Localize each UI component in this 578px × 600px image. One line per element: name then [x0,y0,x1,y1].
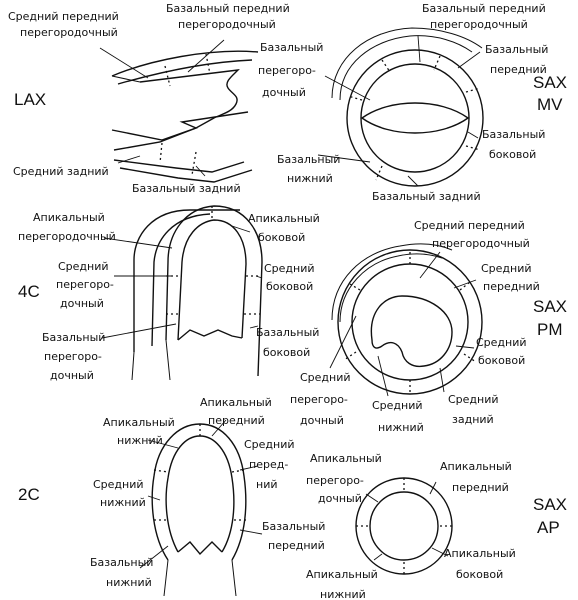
sax-pm-label-mid-posterior: Средний задний [448,393,502,426]
c2-label-basal-lower: Базальный нижний [90,556,157,589]
sax-pm-label-mid-anterior: Средний передний [481,262,540,293]
sax-pm-label-mid-anterior-septal: Средний передний перегородочный [414,219,530,250]
view-label-2c: 2C [18,485,40,504]
c2-label-mid-anterior: Средний перед- ний [244,438,298,491]
four-chamber-drawing [131,205,263,381]
sax-mv-label-basal-septal: Базальный перегоро- дочный [258,41,327,99]
view-label-4c: 4C [18,282,40,301]
sax-mv-label-basal-anterior-septal: Базальный передний перегородочный [422,2,549,31]
lax-label-basal-inferior: Базальный задний [132,182,241,195]
sax-ap-drawing [355,477,453,575]
view-label-sax-ap-1: SAX [533,495,567,514]
c4-label-apical-lateral: Апикальный боковой [248,212,323,244]
lax-label-basal-anterior-septal: Базальный передний перегородочный [166,2,293,31]
lax-label-mid-inferior: Средний задний [13,165,109,178]
sax-mv-label-basal-posterior: Базальный задний [372,190,481,203]
sax-pm-label-mid-lateral: Средний боковой [476,336,530,367]
view-label-sax-ap-2: AP [537,518,560,537]
lax-label-mid-anterior-septal: Средний передний перегородочный [8,10,122,39]
view-label-lax: LAX [14,90,46,109]
sax-pm-label-mid-inferior: Средний нижний [372,399,426,434]
sax-mv-drawing [331,27,484,187]
c4-label-basal-lateral: Базальный боковой [256,326,323,359]
c2-label-apical-anterior: Апикальный передний [200,396,275,427]
c4-label-mid-septal: Средний перегоро- дочный [56,260,117,310]
sax-ap-label-apical-lateral: Апикальный боковой [444,547,519,581]
sax-ap-label-apical-lower: Апикальный нижний [306,568,381,600]
c4-label-apical-septal: Апикальный перегородочный [18,211,116,243]
c2-label-apical-lower: Апикальный нижний [103,416,178,447]
view-label-sax-mv-2: MV [537,95,563,114]
sax-mv-label-basal-anterior: Базальный передний [485,43,552,76]
sax-mv-label-basal-lower: Базальный нижний [277,153,344,185]
sax-pm-drawing [331,243,483,395]
two-chamber-drawing [151,423,247,597]
c2-label-mid-inferior: Средний нижний [93,478,147,509]
sax-ap-label-apical-anterior: Апикальный передний [440,460,515,494]
view-label-sax-pm-2: PM [537,320,563,339]
sax-ap-label-apical-septal: Апикальный перегоро- дочный [306,452,385,505]
sax-pm-label-mid-septal: Средний перегоро- дочный [290,371,354,427]
sax-mv-label-basal-lateral: Базальный боковой [482,128,549,161]
c4-label-basal-septal: Базальный перегоро- дочный [42,331,109,382]
c2-label-basal-anterior: Базальный передний [262,520,329,552]
c4-label-mid-lateral: Средний боковой [264,262,318,293]
view-label-sax-mv-1: SAX [533,73,567,92]
view-label-sax-pm-1: SAX [533,297,567,316]
lax-drawing [111,50,259,183]
